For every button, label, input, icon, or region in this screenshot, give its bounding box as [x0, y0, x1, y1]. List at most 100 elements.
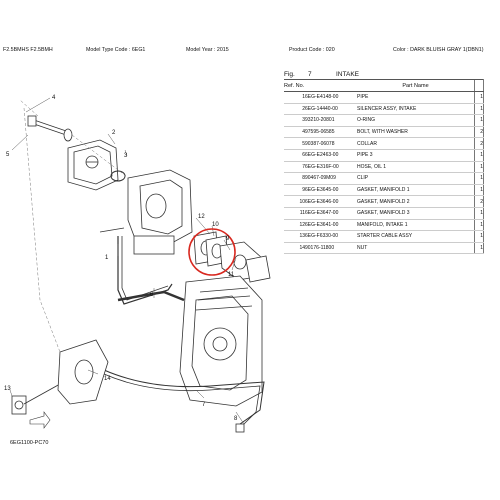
cell-part-name: O-RING	[357, 114, 475, 127]
cell-qty: 1	[474, 172, 484, 185]
callout-12: 12	[198, 214, 205, 220]
cell-ref-no: 10	[284, 195, 305, 208]
carburetor	[99, 169, 193, 255]
cell-ref-no: 7	[284, 161, 305, 174]
cell-qty: 1	[474, 207, 484, 220]
callout-4: 4	[52, 95, 56, 101]
cell-ref-no: 8	[284, 172, 305, 185]
cell-part-name: BOLT, WITH WASHER	[357, 126, 475, 139]
cell-ref-no: 9	[284, 184, 305, 197]
cell-qty: 1	[474, 230, 484, 243]
cell-part-name: GASKET, MANIFOLD 2	[357, 195, 475, 208]
engine-block	[179, 275, 263, 407]
part-silencer-2[interactable]	[67, 139, 119, 191]
cell-part-no: 93210-20801	[305, 114, 357, 127]
model-type-code: Model Type Code : 6EG1	[86, 47, 146, 53]
cell-part-no: 90387-06078	[305, 137, 357, 150]
highlight-circle	[188, 228, 236, 276]
cell-ref-no: 3	[284, 114, 305, 127]
cell-qty: 2	[474, 137, 484, 150]
cell-part-no: 6EG-E316F-00	[305, 161, 357, 174]
callout-6: 6	[150, 292, 154, 298]
cell-ref-no: 14	[284, 242, 305, 255]
cell-part-no: 6EG-F6330-00	[305, 230, 357, 243]
part-pipe-1[interactable]	[117, 236, 173, 305]
part-collar-5[interactable]	[63, 128, 73, 142]
cell-part-no: 6EG-E3645-00	[305, 184, 357, 197]
cell-part-no: 90467-09M09	[305, 172, 357, 185]
part-gasket-11[interactable]	[245, 255, 271, 283]
cell-ref-no: 1	[284, 91, 305, 104]
cell-qty: 2	[474, 195, 484, 208]
callout-1: 1	[105, 255, 109, 261]
header-qty	[474, 79, 484, 92]
figure-title: INTAKE	[336, 71, 359, 78]
cell-part-no: 90176-11800	[305, 242, 357, 255]
cell-qty: 1	[474, 242, 484, 255]
cell-ref-no: 13	[284, 230, 305, 243]
cell-part-name: PIPE	[357, 91, 475, 104]
cell-part-name: PIPE 3	[357, 149, 475, 162]
cell-part-no: 6EG-E3647-00	[305, 207, 357, 220]
callout-2: 2	[112, 130, 116, 136]
model-name: F2.5BMHS F2.5BMH	[3, 47, 53, 53]
cell-qty: 1	[474, 184, 484, 197]
cell-part-name: NUT	[357, 242, 475, 255]
table-header-row: Ref. No. Part Name	[284, 79, 484, 92]
cell-part-no: 6EG-14440-00	[305, 103, 357, 116]
cell-qty: 1	[474, 219, 484, 232]
part-hose-7[interactable]	[103, 369, 265, 429]
header-ref-no: Ref. No.	[284, 79, 305, 92]
cell-part-no: 97595-06585	[305, 126, 357, 139]
figure-number: 7	[308, 71, 312, 78]
cell-qty: 1	[474, 114, 484, 127]
part-clip-8[interactable]	[235, 423, 245, 433]
figure-label: Fig.	[284, 71, 295, 78]
model-year: Model Year : 2015	[186, 47, 229, 53]
cell-qty: 2	[474, 126, 484, 139]
cell-ref-no: 4	[284, 126, 305, 139]
callout-7: 7	[202, 402, 206, 408]
cell-part-name: GASKET, MANIFOLD 1	[357, 184, 475, 197]
cell-part-name: MANIFOLD, INTAKE 1	[357, 219, 475, 232]
cell-part-name: GASKET, MANIFOLD 3	[357, 207, 475, 220]
figure-code: 6EG1100-PC70	[10, 440, 49, 446]
callout-10: 10	[212, 222, 219, 228]
callout-9: 9	[226, 236, 230, 242]
part-pipe-6[interactable]	[117, 290, 185, 302]
cell-ref-no: 12	[284, 219, 305, 232]
leader-lines	[9, 97, 245, 425]
callout-8: 8	[234, 416, 238, 422]
cell-ref-no: 2	[284, 103, 305, 116]
product-code: Product Code : 020	[289, 47, 335, 53]
callout-3: 3	[124, 153, 128, 159]
cell-qty: 1	[474, 91, 484, 104]
cell-part-no: 6EG-E2463-00	[305, 149, 357, 162]
callout-5: 5	[6, 152, 10, 158]
part-oring-3[interactable]	[110, 170, 126, 182]
cell-qty: 1	[474, 103, 484, 116]
figure-heading: Fig. 7 INTAKE	[284, 70, 484, 79]
cell-part-name: HOSE, OIL 1	[357, 161, 475, 174]
part-nut-14[interactable]	[57, 339, 109, 405]
cell-ref-no: 11	[284, 207, 305, 220]
forward-arrow-icon	[29, 411, 51, 429]
cell-qty: 1	[474, 161, 484, 174]
callout-13: 13	[4, 386, 11, 392]
